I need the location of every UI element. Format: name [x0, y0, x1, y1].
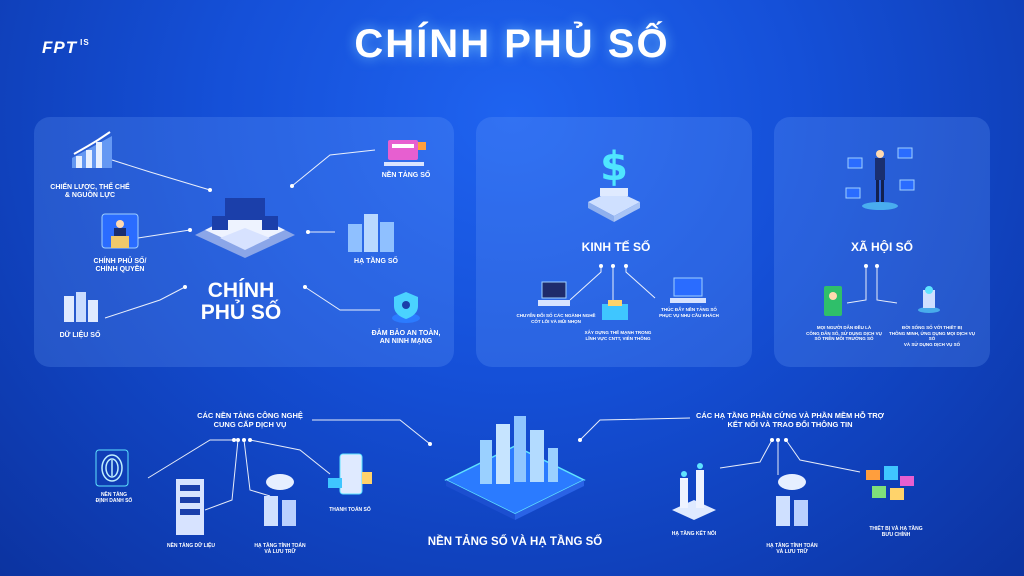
dollar-tower-icon: $	[588, 144, 640, 222]
security-shield-icon	[392, 292, 420, 323]
connect-label: HẠ TẦNG KẾT NỐI	[671, 531, 717, 537]
transform-label: CHUYỂN ĐỔI SỐ CÁC NGÀNH NGHỀ CỐT LÕI VÀ …	[516, 313, 596, 324]
economy-title: KINH TẾ SỐ	[581, 240, 651, 254]
digital-transform-icon	[538, 281, 570, 306]
security-label-line1: ĐẢM BẢO AN TOÀN,	[371, 330, 441, 337]
life-line1: ĐỜI SỐNG SỐ VỚI THIẾT BỊ	[902, 325, 962, 330]
promote-line1: THÚC ĐẨY NỀN TẢNG SỐ	[661, 307, 717, 312]
identity-line2: ĐỊNH DANH SỐ	[95, 498, 133, 505]
left-compute-label: HẠ TẦNG TÍNH TOÁN VÀ LƯU TRỮ	[242, 543, 318, 556]
left-group-label: CÁC NỀN TẢNG CÔNG NGHỆ CUNG CẤP DỊCH VỤ	[170, 411, 330, 429]
logo-suffix: IS	[80, 38, 90, 47]
podium-speaker-icon	[101, 213, 139, 249]
it-telecom-icon	[602, 300, 628, 320]
authority-label: CHÍNH PHỦ SỐ/ CHÍNH QUYỀN	[70, 258, 170, 275]
data-platform-label: NỀN TẢNG DỮ LIỆU	[166, 543, 216, 549]
promote-label: THÚC ĐẨY NỀN TẢNG SỐ PHỤC VỤ NHU CẦU KHÁ…	[652, 307, 726, 318]
left-group-line2: CUNG CẤP DỊCH VỤ	[213, 420, 287, 429]
life-line3: VÀ SỬ DỤNG DỊCH VỤ SỐ	[903, 341, 961, 347]
svg-text:$: $	[600, 144, 628, 190]
security-label: ĐẢM BẢO AN TOÀN, AN NINH MẠNG	[358, 330, 454, 347]
left-group-line1: CÁC NỀN TẢNG CÔNG NGHỆ	[197, 411, 303, 420]
transform-line1: CHUYỂN ĐỔI SỐ CÁC NGÀNH NGHỀ	[516, 313, 596, 318]
life-label: ĐỜI SỐNG SỐ VỚI THIẾT BỊ THÔNG MINH, ỨNG…	[886, 325, 978, 348]
citizen-phone-icon	[824, 286, 842, 316]
devices-line2: BƯU CHÍNH	[881, 532, 911, 539]
connectivity-towers-icon	[672, 463, 716, 520]
government-building-icon	[195, 198, 295, 258]
right-compute-line1: HẠ TẦNG TÍNH TOÁN	[766, 543, 818, 549]
page-title: CHÍNH PHỦ SỐ	[354, 22, 670, 66]
cloud-storage-icon	[264, 474, 296, 526]
transform-line2: CỐT LÕI VÀ MŨI NHỌN	[531, 318, 581, 324]
infrastructure-label: HẠ TẦNG SỐ	[354, 258, 398, 265]
government-center-label: CHÍNH PHỦ SỐ	[186, 279, 296, 325]
digital-city-platform-icon	[444, 416, 586, 520]
right-compute-label: HẠ TẦNG TÍNH TOÁN VÀ LƯU TRỮ	[754, 543, 830, 556]
bottom-center-title: NỀN TẢNG SỐ VÀ HẠ TẦNG SỐ	[427, 536, 603, 548]
data-platform-server-icon	[176, 479, 204, 535]
promote-line2: PHỤC VỤ NHU CẦU KHÁCH	[659, 312, 719, 318]
citizens-line2: CÔNG DÂN SỐ, SỬ DỤNG DỊCH VỤ	[806, 330, 882, 336]
citizens-line1: MỌI NGƯỜI DÂN ĐỀU LÀ	[816, 325, 872, 330]
security-label-line2: AN NINH MẠNG	[379, 338, 433, 346]
center-label-line1: CHÍNH	[207, 279, 275, 302]
platform-label: NỀN TẢNG SỐ	[381, 172, 431, 179]
left-compute-line1: HẠ TẦNG TÍNH TOÁN	[254, 543, 306, 549]
devices-line1: THIẾT BỊ VÀ HẠ TẦNG	[869, 526, 923, 532]
build-label: XÂY DỰNG THẾ MẠNH TRONG LĨNH VỰC CNTT, V…	[578, 330, 658, 341]
left-compute-line2: VÀ LƯU TRỮ	[264, 549, 296, 556]
build-line1: XÂY DỰNG THẾ MẠNH TRONG	[584, 330, 652, 335]
data-label: DỮ LIỆU SỐ	[59, 332, 101, 339]
build-line2: LĨNH VỰC CNTT, VIỄN THÔNG	[585, 335, 651, 341]
right-group-line1: CÁC HẠ TẦNG PHẦN CỨNG VÀ PHẦN MỀM HỖ TRỢ	[695, 411, 885, 420]
citizens-label: MỌI NGƯỜI DÂN ĐỀU LÀ CÔNG DÂN SỐ, SỬ DỤN…	[794, 325, 894, 342]
economy-panel	[476, 117, 752, 367]
center-label-line2: PHỦ SỐ	[200, 301, 282, 325]
right-group-line2: KẾT NỐI VÀ TRAO ĐỔI THÔNG TIN	[727, 420, 853, 429]
smart-device-icon	[918, 286, 940, 313]
authority-label-line1: CHÍNH PHỦ SỐ/	[93, 258, 147, 265]
fingerprint-icon	[95, 449, 129, 487]
society-title: XÃ HỘI SỐ	[850, 240, 913, 254]
devices-label: THIẾT BỊ VÀ HẠ TẦNG BƯU CHÍNH	[858, 526, 934, 539]
smart-person-network-icon	[845, 147, 915, 210]
postal-devices-icon	[866, 466, 914, 500]
logo-brand: FPT	[42, 38, 78, 57]
strategy-label-line2: & NGUỒN LỰC	[64, 192, 116, 200]
strategy-label-line1: CHIẾN LƯỢC, THỂ CHẾ	[50, 184, 130, 191]
payment-phone-icon	[328, 453, 372, 495]
right-cloud-storage-icon	[776, 474, 808, 526]
payment-label: THANH TOÁN SỐ	[329, 507, 371, 513]
citizens-line3: SỐ TRÊN MÔI TRƯỜNG SỐ	[814, 336, 874, 342]
right-compute-line2: VÀ LƯU TRỮ	[776, 549, 808, 556]
right-group-label: CÁC HẠ TẦNG PHẦN CỨNG VÀ PHẦN MỀM HỖ TRỢ…	[680, 411, 900, 429]
identity-label: NỀN TẢNG ĐỊNH DANH SỐ	[84, 492, 144, 505]
authority-label-line2: CHÍNH QUYỀN	[95, 266, 145, 274]
infrastructure-servers-icon	[348, 214, 394, 252]
strategy-label: CHIẾN LƯỢC, THỂ CHẾ & NGUỒN LỰC	[40, 184, 140, 201]
customer-platform-icon	[670, 277, 706, 303]
data-server-icon	[64, 292, 98, 322]
strategy-chart-icon	[72, 131, 112, 168]
digital-platform-icon	[384, 140, 426, 166]
identity-line1: NỀN TẢNG	[100, 492, 128, 498]
life-line2: THÔNG MINH, ỨNG DỤNG MỌI DỊCH VỤ SỐ	[889, 330, 975, 342]
